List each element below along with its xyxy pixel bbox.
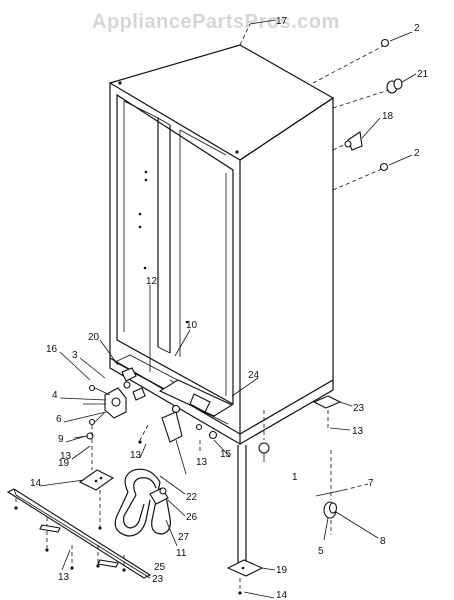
- screw-icon: [379, 162, 389, 172]
- callout-16: 16: [46, 344, 58, 355]
- top-hardware: [239, 19, 417, 191]
- leg-bracket-icon: [312, 395, 342, 409]
- callout-13-center: 13: [130, 450, 142, 461]
- callout-21: 21: [417, 69, 429, 80]
- leader-lines: [39, 339, 259, 571]
- callout-14-left: 14: [30, 478, 42, 489]
- callout-3: 3: [72, 350, 78, 361]
- callout-13-tray: 13: [196, 457, 208, 468]
- callout-13-bottom: 13: [58, 572, 70, 583]
- callout-18: 18: [382, 111, 394, 122]
- callout-19-right: 19: [276, 565, 288, 576]
- hinge-bracket-icon: [347, 131, 363, 151]
- callout-25: 25: [154, 562, 166, 573]
- callout-labels: 17 2 21 18 2 12 10 20 16 3 4 6 9 13 24 2…: [30, 16, 429, 600]
- callout-26: 26: [186, 512, 198, 523]
- callout-9: 9: [58, 434, 64, 445]
- callout-27: 27: [178, 532, 190, 543]
- center-hardware: [114, 379, 234, 547]
- callout-13-right: 13: [352, 426, 364, 437]
- callout-23-upper: 23: [353, 403, 365, 414]
- callout-15: 15: [220, 449, 232, 460]
- callout-1: 1: [292, 472, 298, 483]
- callout-24: 24: [248, 370, 260, 381]
- callout-2-top: 2: [414, 23, 420, 34]
- callout-20: 20: [88, 332, 100, 343]
- callout-7: 7: [368, 478, 374, 489]
- screw-icon: [380, 38, 390, 48]
- callout-2-lower: 2: [414, 148, 420, 159]
- right-hardware: [199, 395, 379, 599]
- cabinet: [108, 44, 335, 446]
- callout-22: 22: [186, 492, 198, 503]
- callout-17: 17: [276, 16, 288, 27]
- callout-5: 5: [318, 546, 324, 557]
- leg-bracket-icon: [226, 559, 264, 577]
- callout-12: 12: [146, 276, 158, 287]
- drain-hose-icon: [124, 468, 161, 493]
- callout-13-left: 13: [60, 451, 72, 462]
- watermark-text: AppliancePartsPros.com: [92, 11, 340, 33]
- leveling-leg-icon: [258, 442, 270, 454]
- callout-14-right: 14: [276, 590, 288, 600]
- left-hardware: [6, 285, 191, 579]
- callout-23-lower: 23: [152, 574, 164, 585]
- callout-4: 4: [52, 390, 58, 401]
- callout-19-left: 19: [58, 458, 70, 469]
- callout-11: 11: [176, 548, 187, 559]
- callout-6: 6: [56, 414, 62, 425]
- callout-10: 10: [186, 320, 198, 331]
- callout-8: 8: [380, 536, 386, 547]
